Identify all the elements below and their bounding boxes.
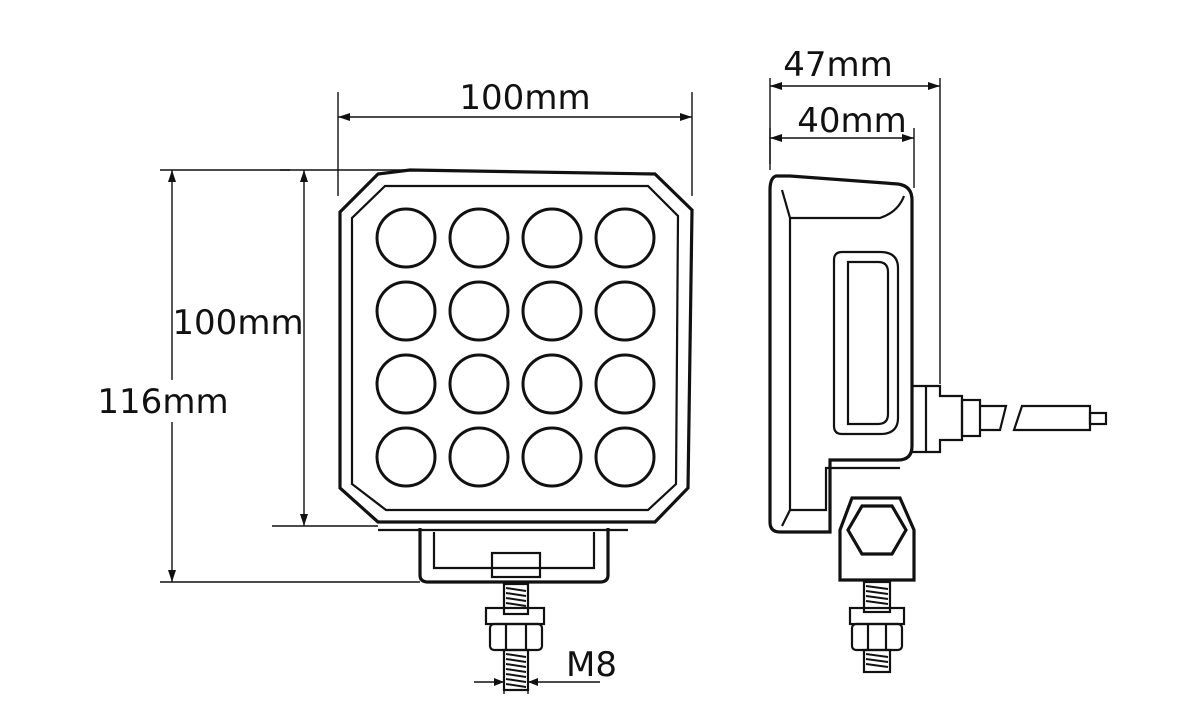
depth40-label: 40mm — [797, 101, 907, 141]
thread-mark — [505, 592, 527, 597]
front-housing-bezel — [350, 184, 680, 512]
side-bolt-shank — [862, 580, 892, 614]
bolt-shank — [502, 582, 530, 616]
cable-conductor — [1088, 411, 1108, 426]
thread-mark — [865, 590, 889, 595]
side-housing — [768, 174, 914, 534]
thread-mark — [505, 602, 527, 607]
thread-mark — [505, 658, 527, 663]
total-height-label-bg — [100, 380, 226, 422]
mount-bracket — [418, 528, 610, 584]
m8-arrow-right — [528, 678, 538, 686]
gland-body — [910, 384, 964, 454]
led-lens — [375, 280, 437, 342]
total-height-arrow-bottom — [168, 570, 176, 582]
inner-height-label: 100mm — [172, 303, 303, 343]
thread-mark — [505, 587, 527, 592]
m8-arrow-left — [494, 678, 504, 686]
side-top-contour — [790, 195, 906, 220]
thread-mark — [865, 663, 889, 668]
led-lens — [375, 353, 437, 415]
depth47-arrow-right — [928, 82, 940, 90]
led-lens — [448, 280, 510, 342]
led-lens — [521, 207, 583, 269]
side-thread-marks — [865, 585, 889, 668]
total-height-label: 116mm — [97, 382, 228, 422]
inner-height-arrow-top — [300, 170, 308, 182]
led-lens — [448, 426, 510, 488]
thread-mark — [505, 678, 527, 683]
nut — [488, 622, 544, 652]
side-mount — [838, 496, 916, 674]
inner-height-arrow-bottom — [300, 514, 308, 526]
thread-mark — [505, 683, 527, 688]
led-lens — [448, 353, 510, 415]
washer — [484, 606, 546, 626]
thread-mark — [865, 658, 889, 663]
width-arrow-left — [338, 113, 350, 121]
cable-segment-far — [1012, 404, 1092, 432]
led-lens — [375, 207, 437, 269]
bolt — [484, 582, 546, 692]
side-view: 47mm 40mm — [768, 45, 1108, 674]
cable-gland — [910, 384, 982, 454]
mount-nut-block — [490, 551, 542, 579]
thread-mark — [505, 663, 527, 668]
thread-marks — [505, 587, 527, 688]
led-lens — [448, 207, 510, 269]
led-lens — [594, 280, 656, 342]
thread-mark — [505, 653, 527, 658]
side-washer — [848, 606, 906, 626]
side-heatsink-recess — [832, 250, 900, 436]
gland-nut — [960, 398, 982, 438]
side-front-lip — [780, 189, 792, 527]
led-lens — [594, 207, 656, 269]
thread-mark — [865, 595, 889, 600]
total-height-arrow-top — [168, 170, 176, 182]
m8-label: M8 — [566, 645, 617, 685]
width-label: 100mm — [459, 78, 590, 118]
front-view: M8 100mm 100mm 116mm — [97, 78, 694, 694]
side-nut — [850, 622, 904, 652]
thread-mark — [505, 668, 527, 673]
depth40-arrow-right — [902, 134, 914, 142]
width-arrow-right — [680, 113, 692, 121]
thread-mark — [865, 600, 889, 605]
pivot-hex-bolt — [846, 504, 908, 556]
led-lens — [521, 280, 583, 342]
thread-mark — [865, 585, 889, 590]
led-lens — [594, 426, 656, 488]
side-bottom-contour — [790, 466, 900, 512]
mount-bracket-inner — [432, 532, 596, 570]
depth47-label: 47mm — [783, 45, 893, 85]
led-lens — [521, 353, 583, 415]
cable-segment-near — [980, 404, 1008, 432]
led-grid — [375, 207, 656, 488]
power-cable — [980, 404, 1108, 432]
thread-mark — [505, 597, 527, 602]
thread-mark — [505, 673, 527, 678]
inner-height-label-bg — [176, 300, 300, 342]
side-heatsink-inner — [846, 260, 890, 426]
led-lens — [375, 426, 437, 488]
led-lens — [521, 426, 583, 488]
led-lens — [594, 353, 656, 415]
depth47-arrow-left — [770, 82, 782, 90]
thread-mark — [865, 653, 889, 658]
depth40-arrow-left — [770, 134, 782, 142]
side-bolt-thread — [862, 648, 892, 674]
